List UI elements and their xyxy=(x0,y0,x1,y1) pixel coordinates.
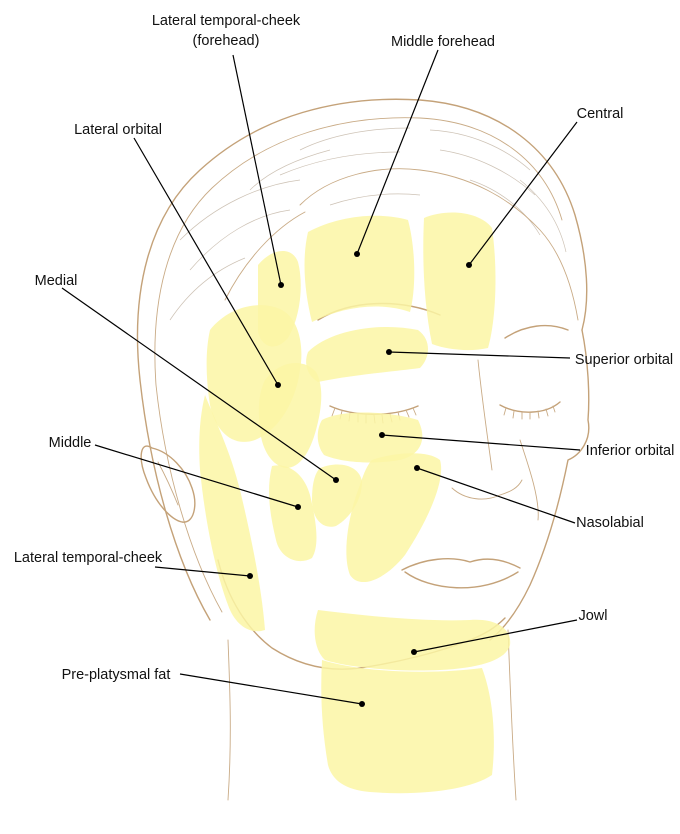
label-lateral-orbital: Lateral orbital xyxy=(74,122,162,138)
face-outline-right xyxy=(490,330,589,640)
label-lateral-temporal-cheek-forehead: Lateral temporal-cheek xyxy=(152,13,301,29)
leader-nasolabial xyxy=(417,468,575,523)
label-superior-orbital: Superior orbital xyxy=(575,352,673,368)
dot-central xyxy=(466,262,472,268)
lower-lip xyxy=(405,572,518,588)
pad-medial xyxy=(259,363,321,468)
dot-superior-orbital xyxy=(386,349,392,355)
neck-left xyxy=(228,640,230,800)
label-central: Central xyxy=(577,106,624,122)
nose xyxy=(452,360,522,499)
pad-pre-platysmal-fat xyxy=(321,660,494,793)
leader-lateral-orbital xyxy=(134,138,278,385)
pad-superior-orbital xyxy=(306,327,428,382)
dot-pre-platysmal-fat xyxy=(359,701,365,707)
ear xyxy=(141,446,195,522)
label-inferior-orbital: Inferior orbital xyxy=(586,443,675,459)
pad-central xyxy=(423,213,495,351)
dot-lateral-temporal-cheek xyxy=(247,573,253,579)
label-lateral-temporal-cheek-forehead-sub: (forehead) xyxy=(193,33,260,49)
dot-medial xyxy=(333,477,339,483)
leader-lateral-temporal-cheek-forehead xyxy=(233,55,281,285)
label-nasolabial: Nasolabial xyxy=(576,515,644,531)
label-medial: Medial xyxy=(35,273,78,289)
dot-nasolabial xyxy=(414,465,420,471)
label-lateral-temporal-cheek: Lateral temporal-cheek xyxy=(14,550,163,566)
cheek-contour xyxy=(520,440,538,520)
eye-right xyxy=(500,402,560,412)
leader-middle xyxy=(95,445,298,507)
dot-middle-forehead xyxy=(354,251,360,257)
fat-compartments xyxy=(199,213,510,794)
pad-middle xyxy=(269,465,316,561)
ear-inner xyxy=(158,462,178,505)
neck-right xyxy=(508,630,516,800)
dot-middle xyxy=(295,504,301,510)
pad-nasolabial xyxy=(346,453,441,582)
label-jowl: Jowl xyxy=(578,608,607,624)
dot-jowl xyxy=(411,649,417,655)
label-pre-platysmal-fat: Pre-platysmal fat xyxy=(62,667,171,683)
pad-jowl xyxy=(315,610,511,671)
label-middle-forehead: Middle forehead xyxy=(391,34,495,50)
upper-lip xyxy=(402,559,520,570)
dot-lateral-orbital xyxy=(275,382,281,388)
pad-middle-forehead xyxy=(305,216,415,322)
label-middle: Middle xyxy=(49,435,92,451)
dot-inferior-orbital xyxy=(379,432,385,438)
leader-central xyxy=(469,122,577,265)
dot-lateral-temporal-cheek-forehead xyxy=(278,282,284,288)
brow-right xyxy=(505,326,568,338)
